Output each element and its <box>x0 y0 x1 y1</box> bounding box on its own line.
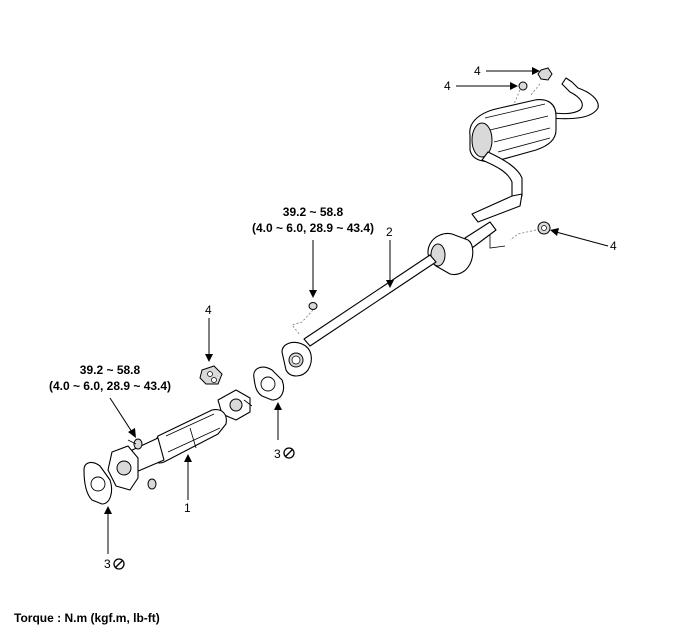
part-label-1: 1 <box>184 501 191 515</box>
center-nut <box>291 302 318 336</box>
torque-unit-note: Torque : N.m (kgf.m, lb-ft) <box>14 611 160 625</box>
part-label-3: 3 <box>104 557 111 571</box>
part-label-4: 4 <box>444 79 451 93</box>
part-label-3: 3 <box>274 447 281 461</box>
do-not-reuse-icon <box>283 447 295 459</box>
part-label-4: 4 <box>474 64 481 78</box>
main-muffler <box>469 77 599 223</box>
front-pipe <box>107 389 253 491</box>
torque-front-line2: (4.0 ~ 6.0, 28.9 ~ 43.4) <box>49 379 171 393</box>
torque-center-line1: 39.2 ~ 58.8 <box>283 205 344 219</box>
torque-center-line2: (4.0 ~ 6.0, 28.9 ~ 43.4) <box>252 221 374 235</box>
torque-front-line1: 39.2 ~ 58.8 <box>80 363 141 377</box>
rear-nuts <box>509 67 553 241</box>
gasket-front <box>83 461 113 505</box>
part-label-2: 2 <box>386 225 393 239</box>
do-not-reuse-icon <box>113 558 125 570</box>
part-label-4: 4 <box>205 303 212 317</box>
gasket-center <box>253 366 285 401</box>
part-label-4: 4 <box>610 239 617 253</box>
center-muffler <box>281 221 506 377</box>
leader-lines <box>104 67 609 554</box>
hanger-rubber <box>199 365 223 385</box>
